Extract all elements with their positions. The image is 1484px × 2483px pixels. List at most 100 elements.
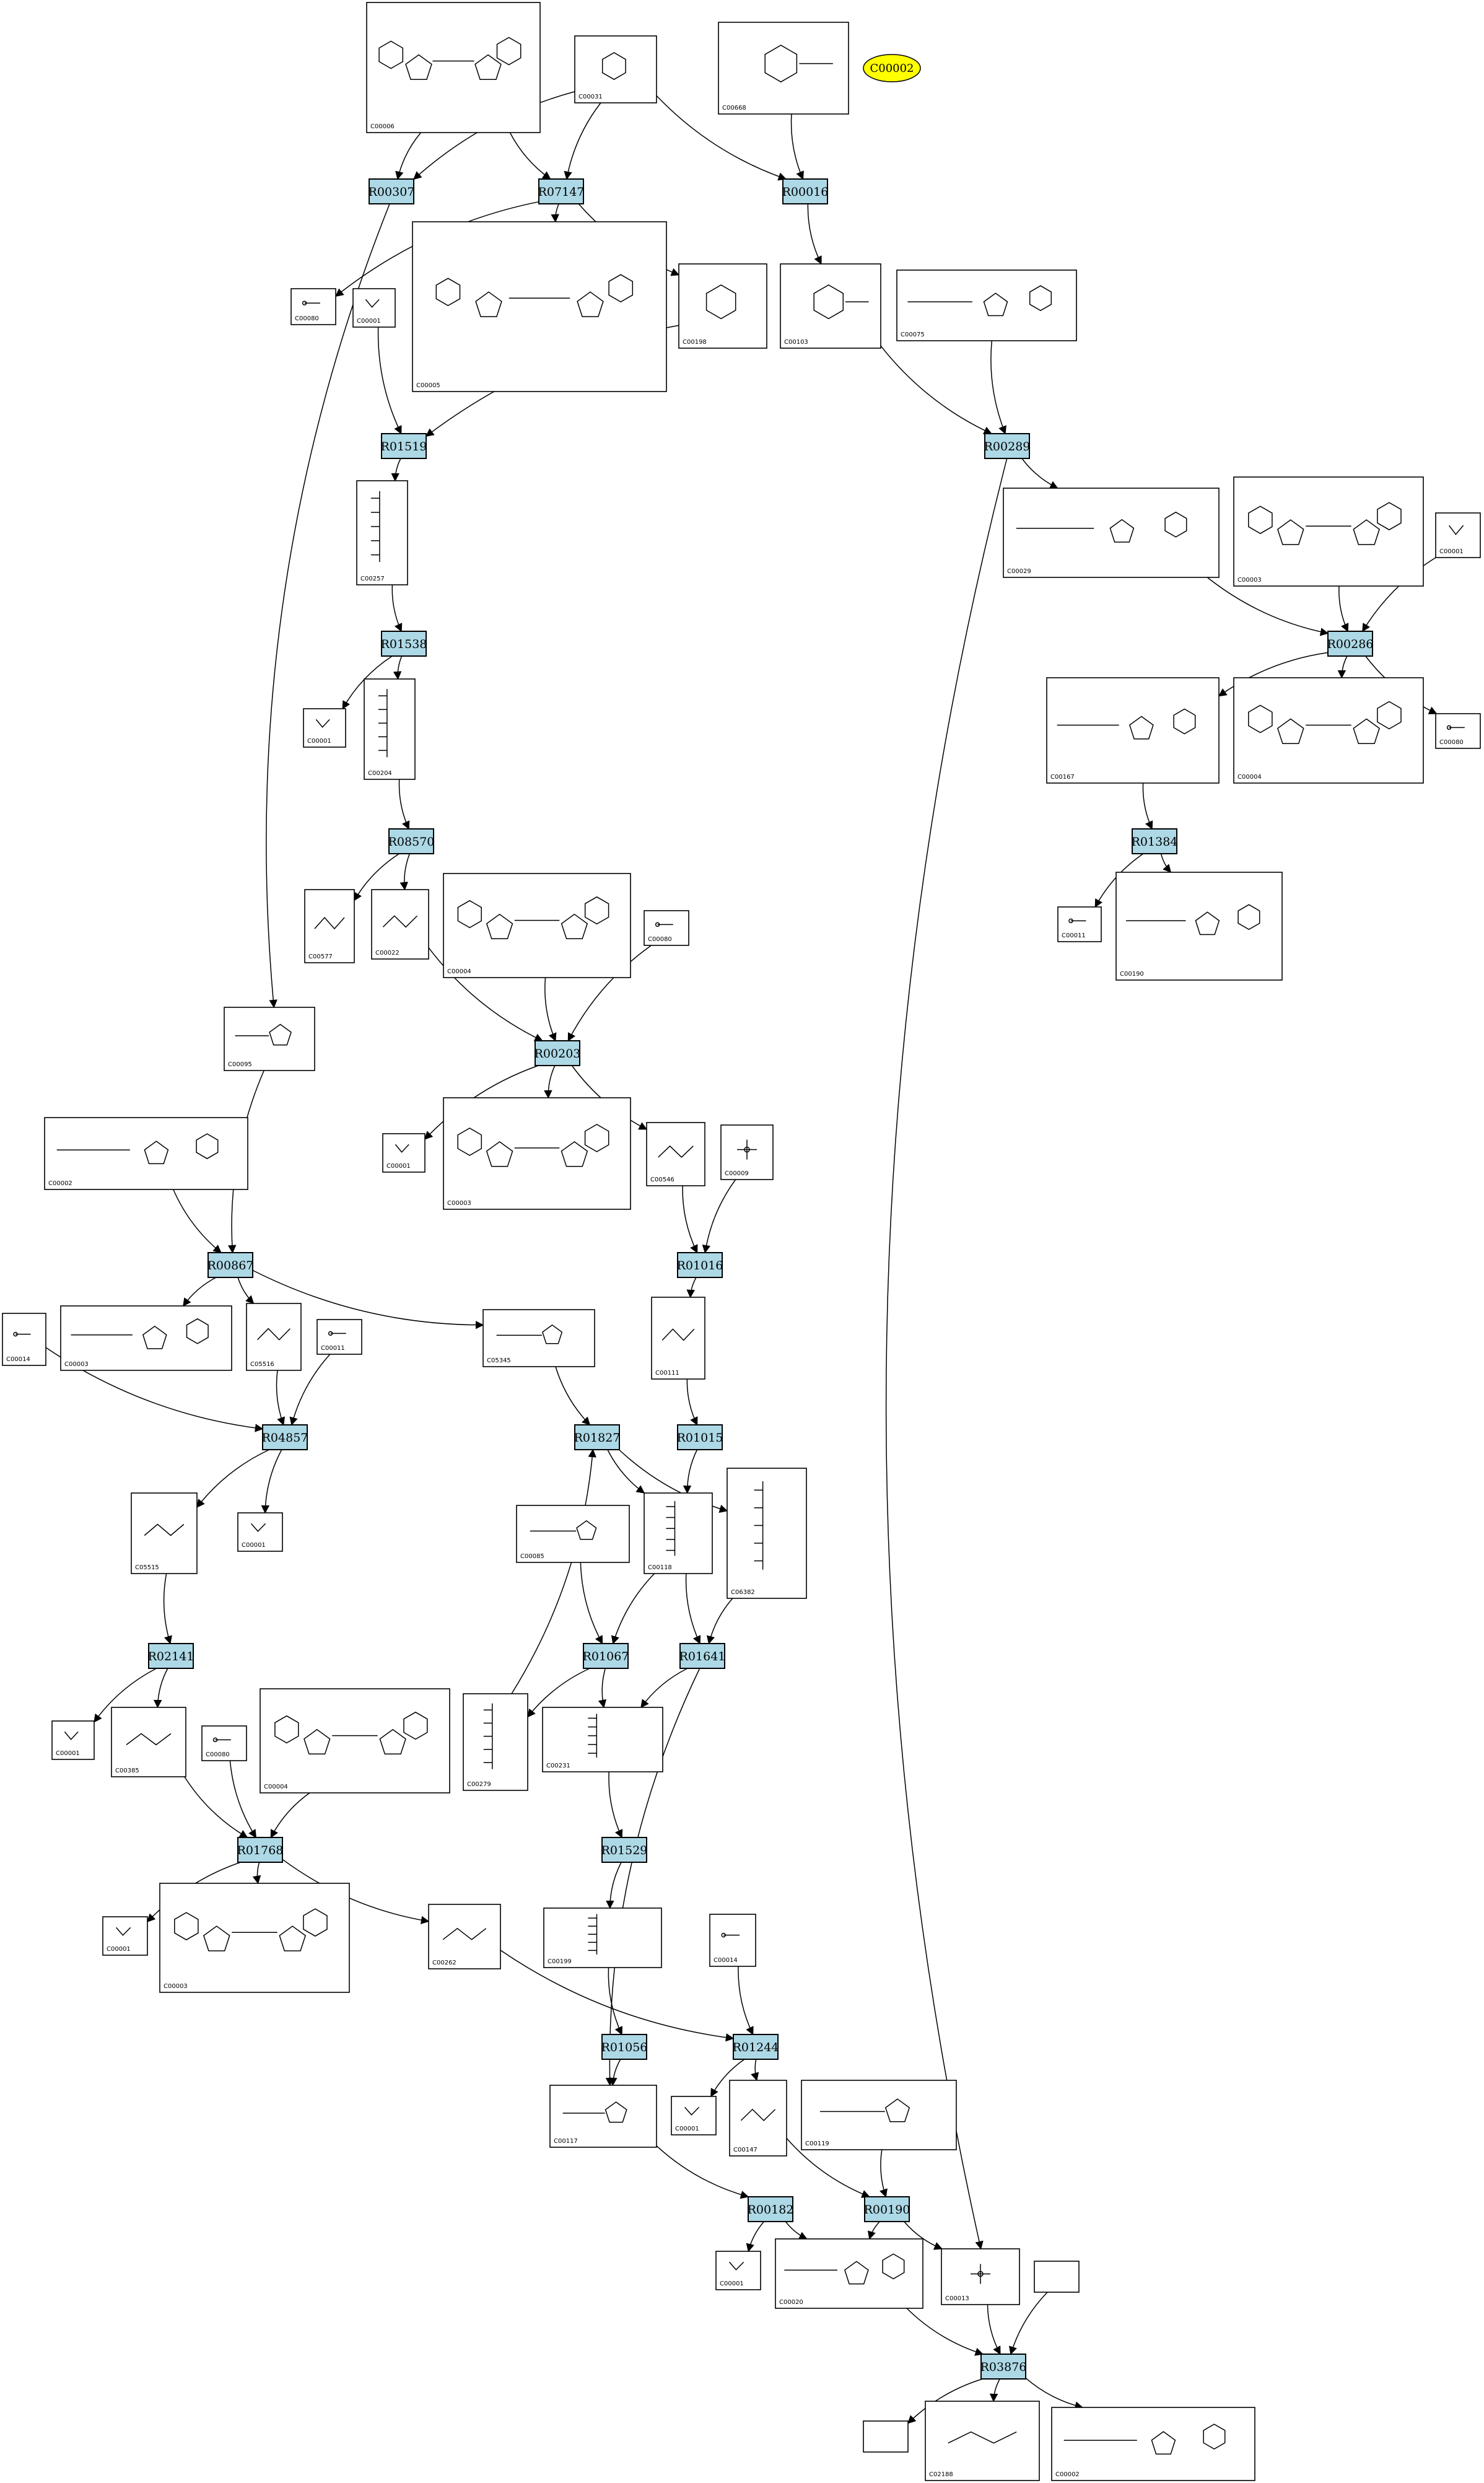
compound-box[interactable]: [718, 22, 849, 115]
compound-c00031[interactable]: C00031: [574, 35, 657, 103]
compound-c00080[interactable]: C00080: [1435, 713, 1481, 749]
compound-box[interactable]: [428, 1904, 501, 1969]
compound-c00190[interactable]: C00190: [1115, 872, 1283, 981]
compound-c00001[interactable]: C00001: [51, 1720, 95, 1760]
compound-c00118[interactable]: C00118: [644, 1492, 713, 1574]
compound-box[interactable]: [482, 1309, 595, 1367]
compound-c00103[interactable]: C00103: [780, 263, 881, 349]
compound-box[interactable]: [925, 2401, 1040, 2481]
compound-c00029[interactable]: C00029: [1003, 488, 1220, 578]
compound-c00095[interactable]: C00095: [224, 1007, 315, 1071]
reaction-r00190[interactable]: R00190: [864, 2196, 910, 2222]
compound-box[interactable]: [863, 2420, 909, 2453]
reaction-r01384[interactable]: R01384: [1132, 828, 1178, 854]
compound-c00546[interactable]: C00546: [646, 1122, 705, 1186]
compound-c05515[interactable]: C05515: [131, 1492, 198, 1574]
compound-c00204[interactable]: C00204: [364, 678, 416, 780]
compound-box[interactable]: [516, 1505, 630, 1563]
compound-c00003[interactable]: C00003: [443, 1097, 631, 1210]
compound-box[interactable]: [316, 1319, 362, 1355]
compound-c00577[interactable]: C00577: [304, 889, 355, 963]
compound-c00001[interactable]: C00001: [303, 708, 346, 748]
compound-c00002[interactable]: C00002: [1051, 2407, 1255, 2481]
compound-box[interactable]: [651, 1297, 705, 1380]
compound-c00014[interactable]: C00014: [709, 1914, 756, 1967]
reaction-r01016[interactable]: R01016: [677, 1252, 723, 1278]
compound-c00085[interactable]: C00085: [516, 1505, 630, 1563]
compound-box[interactable]: [224, 1007, 315, 1071]
compound-box[interactable]: [356, 480, 408, 585]
compound-c00231[interactable]: C00231: [542, 1707, 663, 1772]
compound-blank[interactable]: [863, 2420, 909, 2453]
compound-box[interactable]: [111, 1707, 186, 1777]
compound-box[interactable]: [678, 263, 767, 349]
legend-ellipse[interactable]: [863, 54, 921, 82]
reaction-box[interactable]: [984, 433, 1030, 459]
compound-c00075[interactable]: C00075: [896, 269, 1077, 341]
compound-c00119[interactable]: C00119: [801, 2080, 957, 2150]
compound-c00080[interactable]: C00080: [201, 1725, 247, 1761]
compound-c00013[interactable]: C00013: [941, 2248, 1020, 2305]
reaction-r02141[interactable]: R02141: [148, 1643, 194, 1669]
compound-c00005[interactable]: C00005: [412, 221, 667, 392]
compound-c00147[interactable]: C00147: [729, 2080, 787, 2157]
compound-box[interactable]: [260, 1688, 450, 1793]
reaction-box[interactable]: [148, 1643, 194, 1669]
reaction-r01067[interactable]: R01067: [583, 1643, 629, 1669]
compound-c00020[interactable]: C00020: [775, 2238, 923, 2309]
compound-box[interactable]: [1046, 677, 1220, 784]
compound-box[interactable]: [727, 1468, 807, 1599]
reaction-r08570[interactable]: R08570: [388, 828, 435, 854]
compound-c00668[interactable]: C00668: [718, 22, 849, 115]
compound-box[interactable]: [382, 1133, 426, 1173]
compound-box[interactable]: [775, 2238, 923, 2309]
compound-box[interactable]: [715, 2251, 761, 2290]
compound-c00001[interactable]: C00001: [237, 1512, 283, 1552]
compound-box[interactable]: [364, 678, 416, 780]
compound-c00003[interactable]: C00003: [159, 1883, 350, 1993]
compound-box[interactable]: [51, 1720, 95, 1760]
reaction-r00289[interactable]: R00289: [984, 433, 1031, 459]
compound-c00080[interactable]: C00080: [644, 910, 689, 946]
compound-c00279[interactable]: C00279: [463, 1693, 528, 1791]
compound-box[interactable]: [644, 910, 689, 946]
compound-c00117[interactable]: C00117: [549, 2085, 657, 2148]
reaction-r00182[interactable]: R00182: [748, 2196, 794, 2222]
compound-c00001[interactable]: C00001: [102, 1916, 148, 1956]
reaction-r00203[interactable]: R00203: [535, 1040, 581, 1066]
reaction-box[interactable]: [538, 178, 584, 204]
compound-c00001[interactable]: C00001: [352, 288, 396, 328]
compound-box[interactable]: [2, 1313, 46, 1366]
compound-box[interactable]: [366, 2, 541, 133]
compound-box[interactable]: [1435, 713, 1481, 749]
compound-box[interactable]: [780, 263, 881, 349]
compound-c00003[interactable]: C00003: [1233, 476, 1424, 587]
compound-c00167[interactable]: C00167: [1046, 677, 1220, 784]
reaction-r00307[interactable]: R00307: [369, 178, 415, 204]
compound-box[interactable]: [237, 1512, 283, 1552]
compound-box[interactable]: [1115, 872, 1283, 981]
compound-c00257[interactable]: C00257: [356, 480, 408, 585]
compound-box[interactable]: [443, 873, 631, 978]
compound-c00009[interactable]: C00009: [720, 1124, 774, 1180]
reaction-r00867[interactable]: R00867: [207, 1252, 254, 1278]
compound-box[interactable]: [801, 2080, 957, 2150]
reaction-box[interactable]: [1327, 631, 1373, 657]
reaction-r01529[interactable]: R01529: [601, 1837, 648, 1863]
compound-c00262[interactable]: C00262: [428, 1904, 501, 1969]
reaction-box[interactable]: [601, 1837, 647, 1863]
compound-box[interactable]: [542, 1707, 663, 1772]
reaction-r00286[interactable]: R00286: [1327, 631, 1374, 657]
reaction-r01244[interactable]: R01244: [733, 2034, 779, 2060]
compound-c00022[interactable]: C00022: [371, 889, 429, 960]
compound-box[interactable]: [941, 2248, 1020, 2305]
reaction-r01641[interactable]: R01641: [679, 1643, 726, 1669]
compound-c00003[interactable]: C00003: [60, 1305, 232, 1371]
compound-box[interactable]: [574, 35, 657, 103]
compound-blank[interactable]: [1034, 2261, 1080, 2293]
compound-box[interactable]: [131, 1492, 198, 1574]
compound-c00001[interactable]: C00001: [715, 2251, 761, 2290]
compound-box[interactable]: [1233, 677, 1424, 784]
reaction-box[interactable]: [601, 2034, 647, 2060]
reaction-box[interactable]: [980, 2354, 1026, 2380]
